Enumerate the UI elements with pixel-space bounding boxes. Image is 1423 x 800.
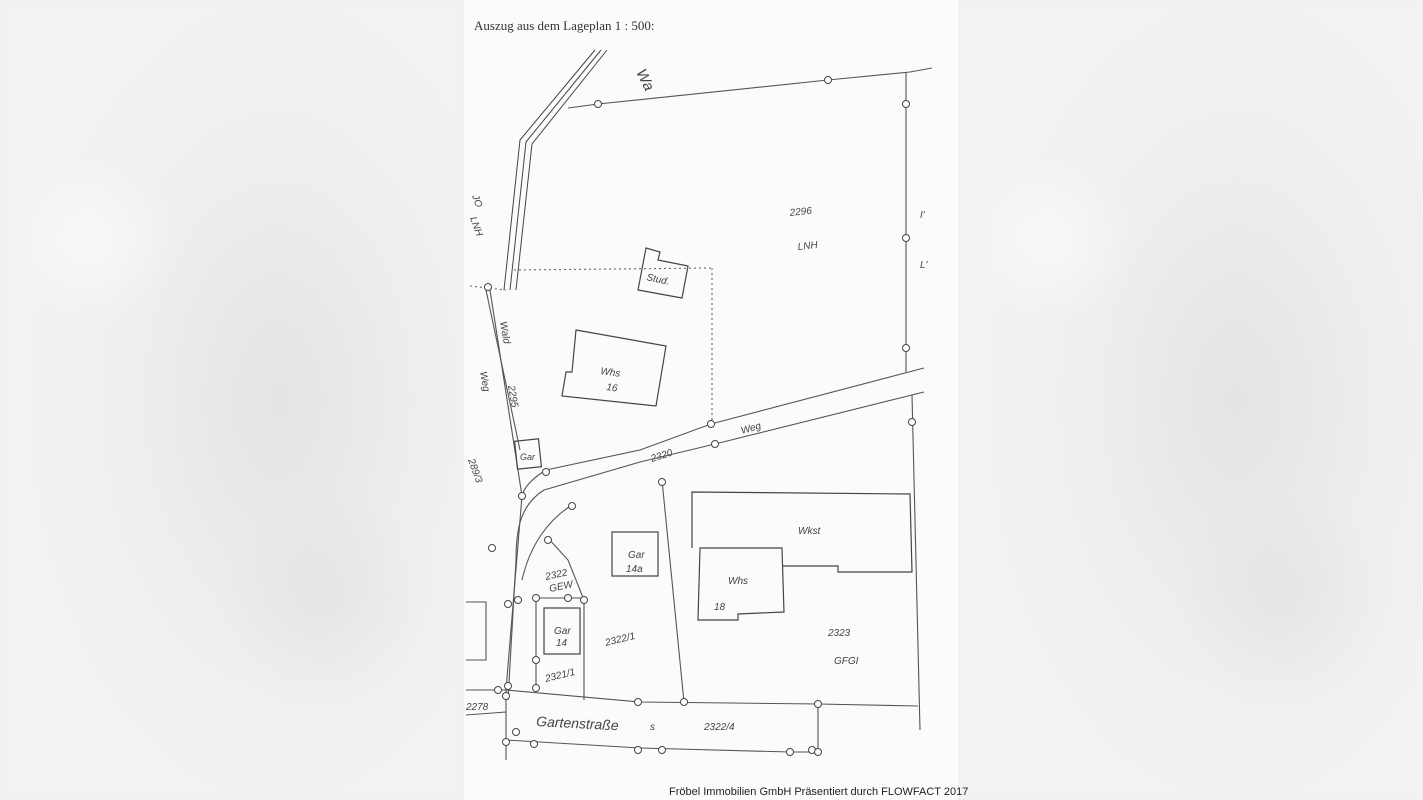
label-whs-16: Whs: [600, 366, 621, 380]
label-l-mark: L': [920, 260, 929, 271]
buildings: [513, 247, 913, 655]
building-whs-18: [697, 547, 785, 621]
label-wald: Wald: [497, 321, 512, 346]
building-wkst: [691, 491, 913, 573]
label-parcel-2278: 2278: [465, 702, 489, 713]
label-parcel-2323: 2323: [827, 628, 851, 639]
site-plan-sheet: [464, 0, 958, 800]
label-no-14: 14: [556, 638, 568, 649]
label-weg-left: Weg: [477, 371, 491, 393]
building-stud: [637, 247, 689, 299]
building-gar-small: [513, 438, 543, 470]
building-gar-14: [543, 607, 581, 655]
building-whs-16: [561, 329, 667, 407]
label-lnh-main: LNH: [797, 240, 819, 253]
label-no-16: 16: [606, 382, 619, 395]
label-parcel-2289: 289/3: [465, 456, 484, 485]
label-stud: Stud.: [645, 272, 670, 288]
label-parcel-2321-1: 2321/1: [543, 667, 576, 685]
label-parcel-2296: 2296: [788, 206, 813, 219]
label-gar-14a: Gar: [628, 550, 645, 561]
boundary-markers: [484, 76, 916, 756]
map-labels: Wa 2296 LNH JO LNH I' L' Stud. Whs 16 Wa…: [465, 66, 929, 733]
label-wa: Wa: [632, 66, 657, 93]
label-gar-14: Gar: [554, 626, 571, 637]
label-parcel-2322: 2322: [543, 567, 568, 583]
plan-title: Auszug aus dem Lageplan 1 : 500:: [474, 18, 655, 33]
label-gar-small: Gar: [520, 452, 536, 462]
label-parcel-2320: 2320: [649, 447, 675, 465]
label-lnh-left: LNH: [467, 215, 484, 238]
blurred-background-left: [0, 0, 464, 800]
parcel-boundaries: [465, 67, 933, 760]
label-parcel-2295: 2295: [505, 384, 520, 409]
label-parcel-2322-4: 2322/4: [703, 722, 735, 733]
label-no-14a: 14a: [626, 564, 643, 575]
label-s-mark: s: [650, 722, 655, 733]
footer-credit: Fröbel Immobilien GmbH Präsentiert durch…: [669, 786, 969, 798]
building-gar-14a: [611, 531, 659, 577]
label-gew: GEW: [548, 579, 575, 595]
label-gfgi: GFGI: [834, 656, 859, 667]
label-gartenstrasse: Gartenstraße: [536, 713, 619, 733]
dotted-boundaries: [469, 267, 713, 424]
label-weg-road: Weg: [740, 421, 763, 437]
label-wkst: Wkst: [798, 526, 821, 537]
label-no-18: 18: [714, 602, 726, 613]
label-jo: JO: [469, 192, 484, 209]
label-i-mark: I': [920, 210, 926, 221]
footpath-lines: [503, 49, 608, 291]
label-parcel-2322-1: 2322/1: [603, 631, 636, 649]
blurred-background-right: [958, 0, 1423, 800]
label-whs-18: Whs: [728, 576, 748, 587]
